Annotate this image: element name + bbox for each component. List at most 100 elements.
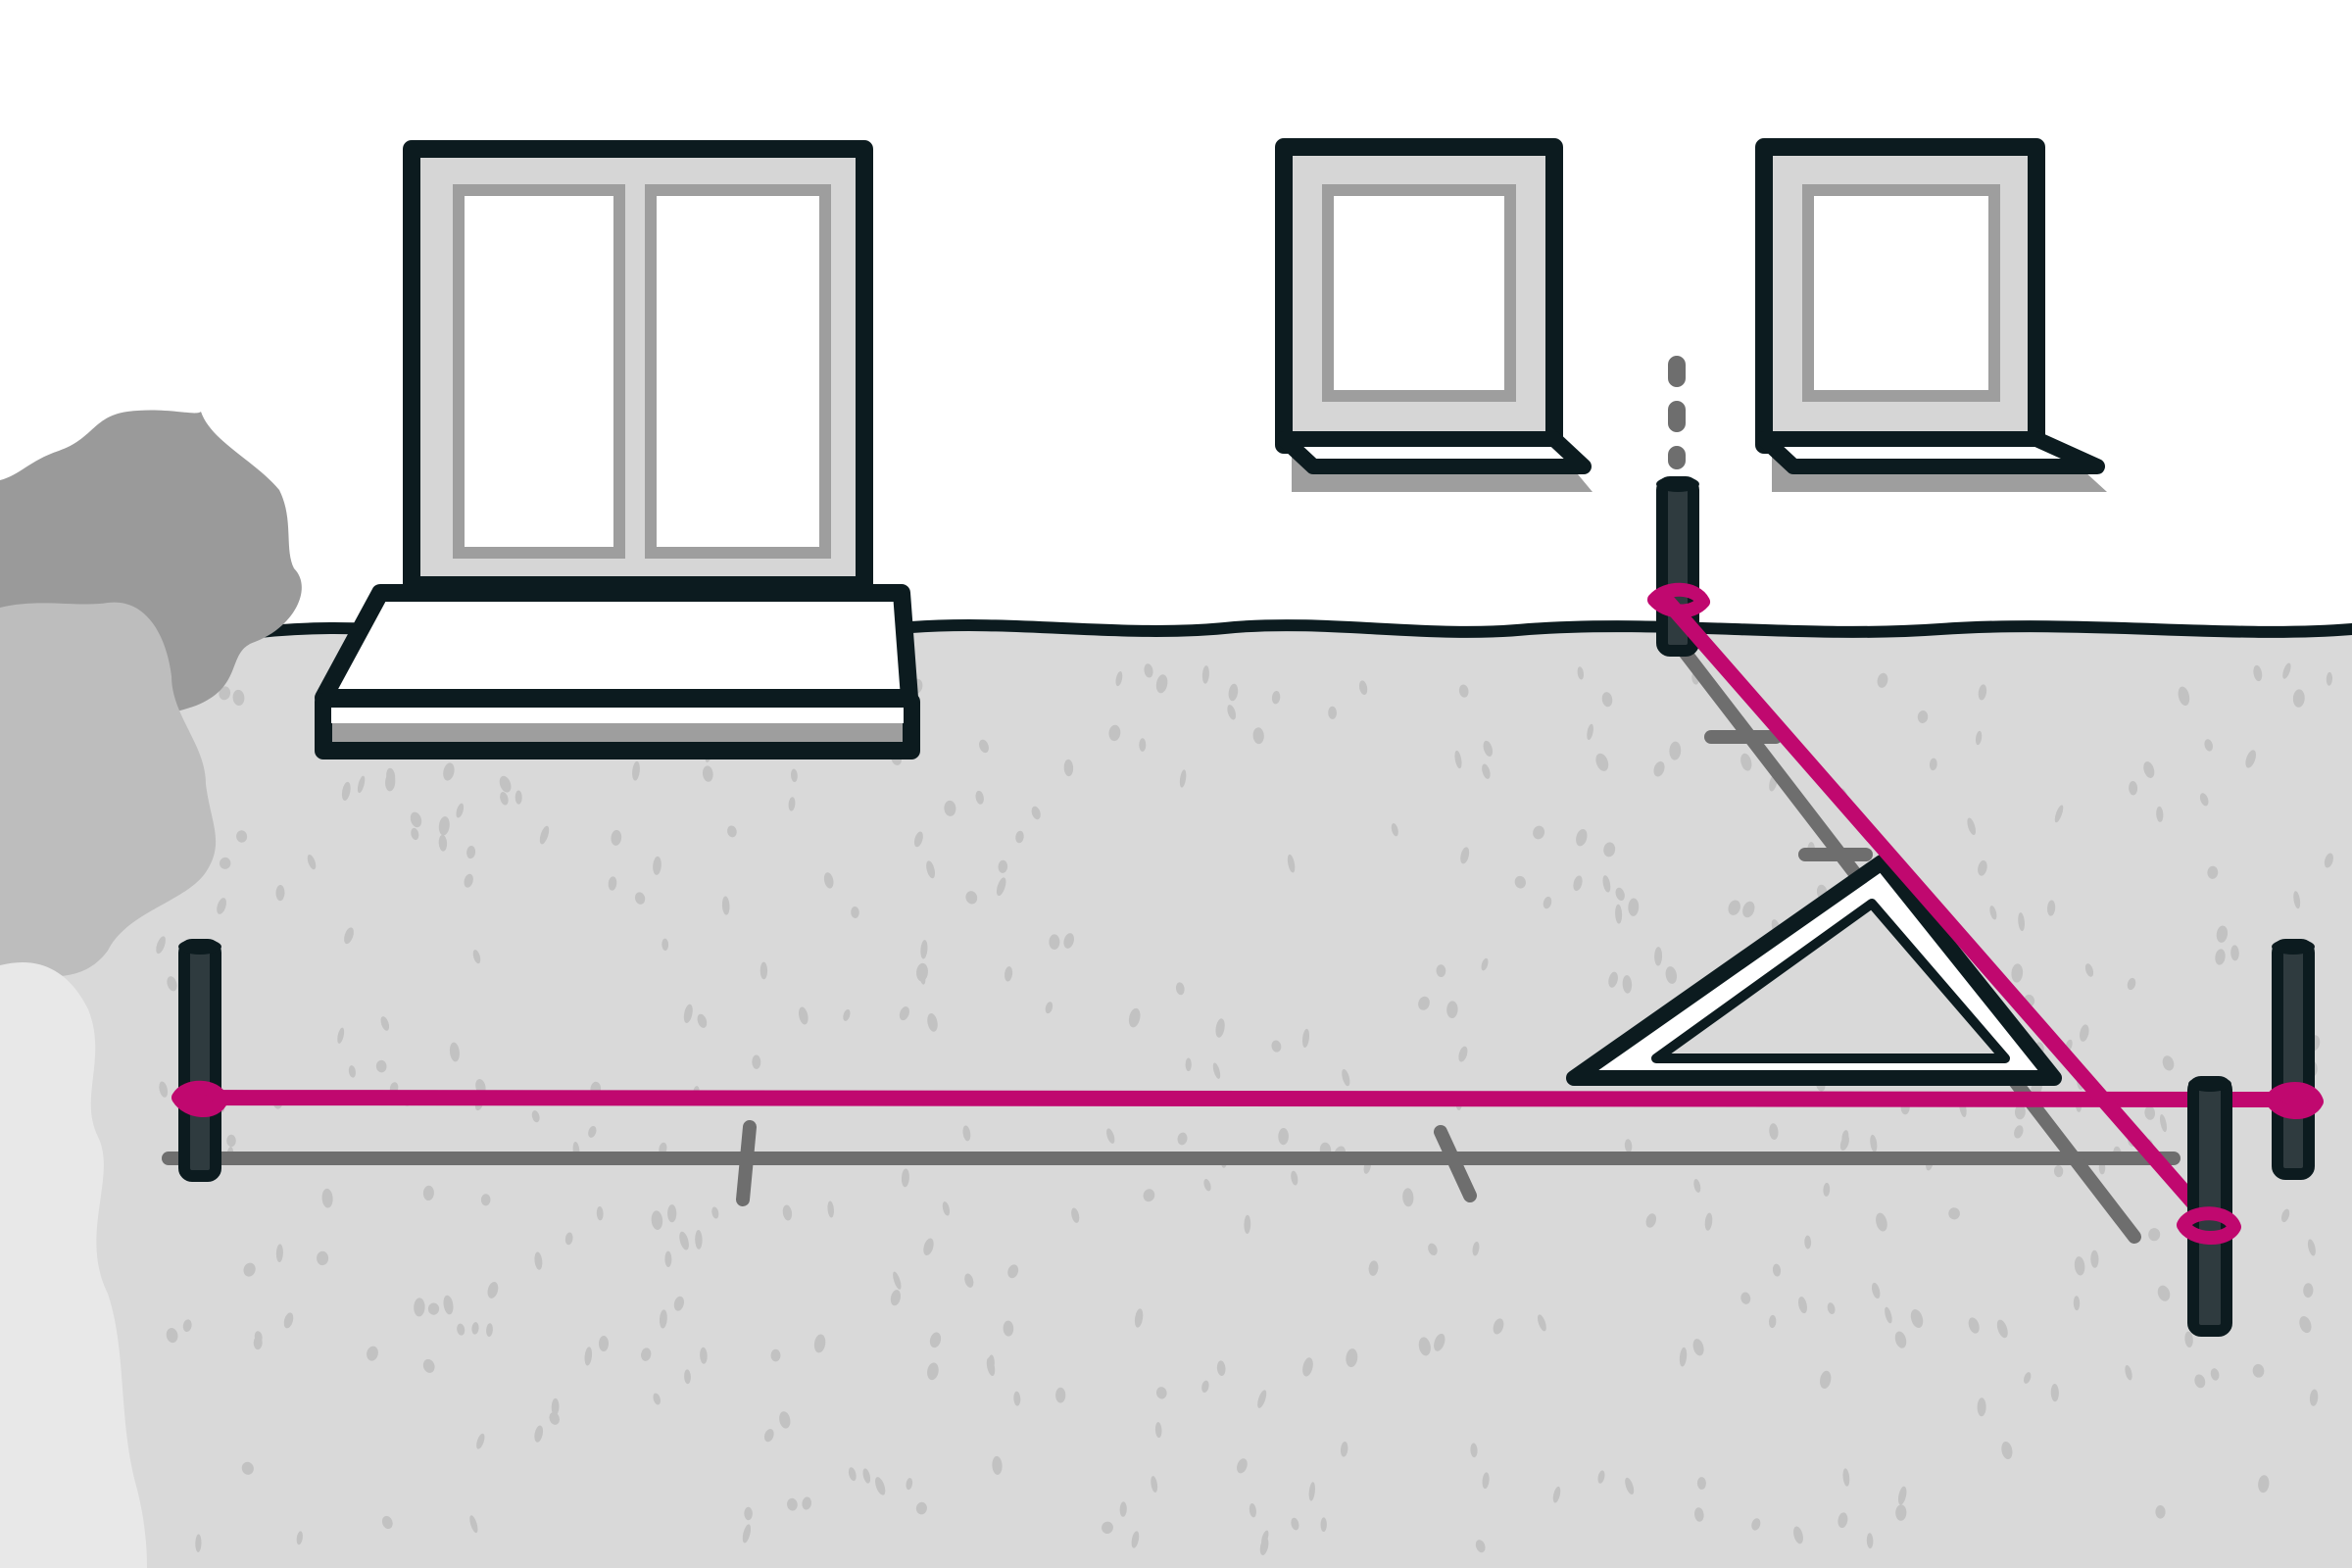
ground-speck — [1212, 1062, 1221, 1079]
ground-speck — [156, 936, 166, 955]
ground-speck — [763, 1429, 774, 1443]
ground-speck — [1804, 1235, 1812, 1250]
ground-speck — [790, 768, 798, 782]
ground-speck — [2280, 1208, 2290, 1223]
stake-icon — [178, 939, 221, 1182]
ground-speck — [514, 790, 522, 805]
ground-speck — [1482, 1472, 1490, 1490]
ground-speck — [1827, 1302, 1836, 1315]
ground-speck — [1475, 1540, 1486, 1553]
ground-speck — [1820, 1370, 1832, 1389]
ground-speck — [1119, 1501, 1127, 1517]
ground-speck — [1978, 859, 1987, 876]
ground-speck — [700, 1347, 708, 1364]
ground-speck — [2157, 1285, 2171, 1301]
ground-speck — [2194, 1374, 2206, 1389]
ground-speck — [551, 1397, 560, 1416]
ground-speck — [975, 790, 984, 805]
ground-speck — [1838, 1512, 1848, 1529]
ground-speck — [1308, 1482, 1315, 1501]
ground-speck — [1968, 1317, 1980, 1334]
stake-icon — [2272, 939, 2315, 1180]
ground-speck — [1769, 1123, 1779, 1140]
ground-speck — [1271, 1040, 1282, 1053]
ground-speck — [1185, 1057, 1192, 1072]
ground-speck — [1871, 1282, 1881, 1299]
ground-speck — [1704, 1212, 1713, 1231]
ground-speck — [744, 1506, 753, 1521]
ground-speck — [992, 1455, 1003, 1475]
ground-speck — [1797, 1297, 1808, 1314]
ground-speck — [1653, 760, 1665, 777]
ground-speck — [979, 739, 989, 754]
ground-speck — [195, 1534, 202, 1552]
ground-speck — [2054, 805, 2064, 823]
stake-top — [1656, 476, 1699, 492]
ground-speck — [1063, 933, 1074, 949]
ground-speck — [779, 1411, 791, 1429]
ground-speck — [1877, 672, 1888, 688]
window-sill — [1276, 431, 1592, 474]
string-diagonal — [1658, 592, 2223, 1235]
ground-speck — [1228, 683, 1239, 702]
ground-speck — [1975, 730, 1983, 746]
ground-speck — [166, 1328, 178, 1344]
ground-speck — [2144, 1105, 2156, 1120]
ground-speck — [1622, 975, 1633, 994]
ground-speck — [1391, 823, 1398, 837]
ground-speck — [998, 859, 1008, 873]
ground-speck — [2159, 1114, 2168, 1133]
ground-speck — [2252, 1363, 2265, 1378]
ground-speck — [742, 1524, 752, 1544]
ground-speck — [823, 872, 834, 889]
stake-front — [2177, 1076, 2241, 1337]
ground-speck — [2184, 1331, 2193, 1348]
ground-speck — [2216, 925, 2229, 943]
ground-speck — [851, 906, 859, 918]
ground-speck — [2074, 1256, 2085, 1276]
shadow-tick — [736, 1120, 757, 1206]
ground-speck — [2148, 1228, 2161, 1242]
ground-speck — [499, 775, 512, 793]
ground-speck — [1063, 759, 1074, 777]
ground-speck — [2023, 1372, 2032, 1384]
ground-speck — [1436, 964, 1446, 977]
string-horizontal — [174, 1090, 2313, 1107]
ground-speck — [1793, 1526, 1803, 1544]
ground-speck — [275, 1244, 283, 1262]
ground-speck — [962, 1125, 971, 1142]
ground-speck — [1115, 671, 1123, 687]
ground-speck — [813, 1334, 826, 1353]
ground-speck — [843, 1008, 851, 1021]
ground-speck — [254, 1331, 263, 1344]
ground-speck — [799, 1006, 808, 1025]
ground-speck — [788, 797, 796, 811]
ground-speck — [923, 1238, 934, 1256]
ground-speck — [236, 830, 248, 843]
ground-speck — [752, 1054, 761, 1069]
ground-speck — [1876, 1212, 1887, 1232]
ground-speck — [564, 1232, 573, 1246]
ground-speck — [684, 1369, 691, 1385]
ground-speck — [1302, 1357, 1313, 1377]
ground-speck — [1842, 1468, 1850, 1487]
ground-speck — [487, 1281, 499, 1298]
ground-speck — [1576, 828, 1588, 847]
ground-speck — [476, 1433, 485, 1449]
ground-speck — [2324, 853, 2333, 868]
ground-speck — [2293, 891, 2301, 909]
ground-speck — [1669, 741, 1682, 760]
ground-speck — [1989, 906, 1997, 920]
ground-speck — [848, 1467, 857, 1482]
ground-speck — [2215, 949, 2226, 965]
ground-speck — [414, 1298, 425, 1317]
ground-speck — [1866, 1533, 1874, 1549]
ground-speck — [901, 1168, 909, 1188]
ground-speck — [1870, 1134, 1878, 1152]
ground-speck — [1102, 1521, 1113, 1534]
ground-speck — [1885, 1306, 1892, 1324]
ground-speck — [1597, 1470, 1605, 1484]
ground-speck — [1418, 1337, 1431, 1356]
ground-speck — [2253, 664, 2263, 682]
